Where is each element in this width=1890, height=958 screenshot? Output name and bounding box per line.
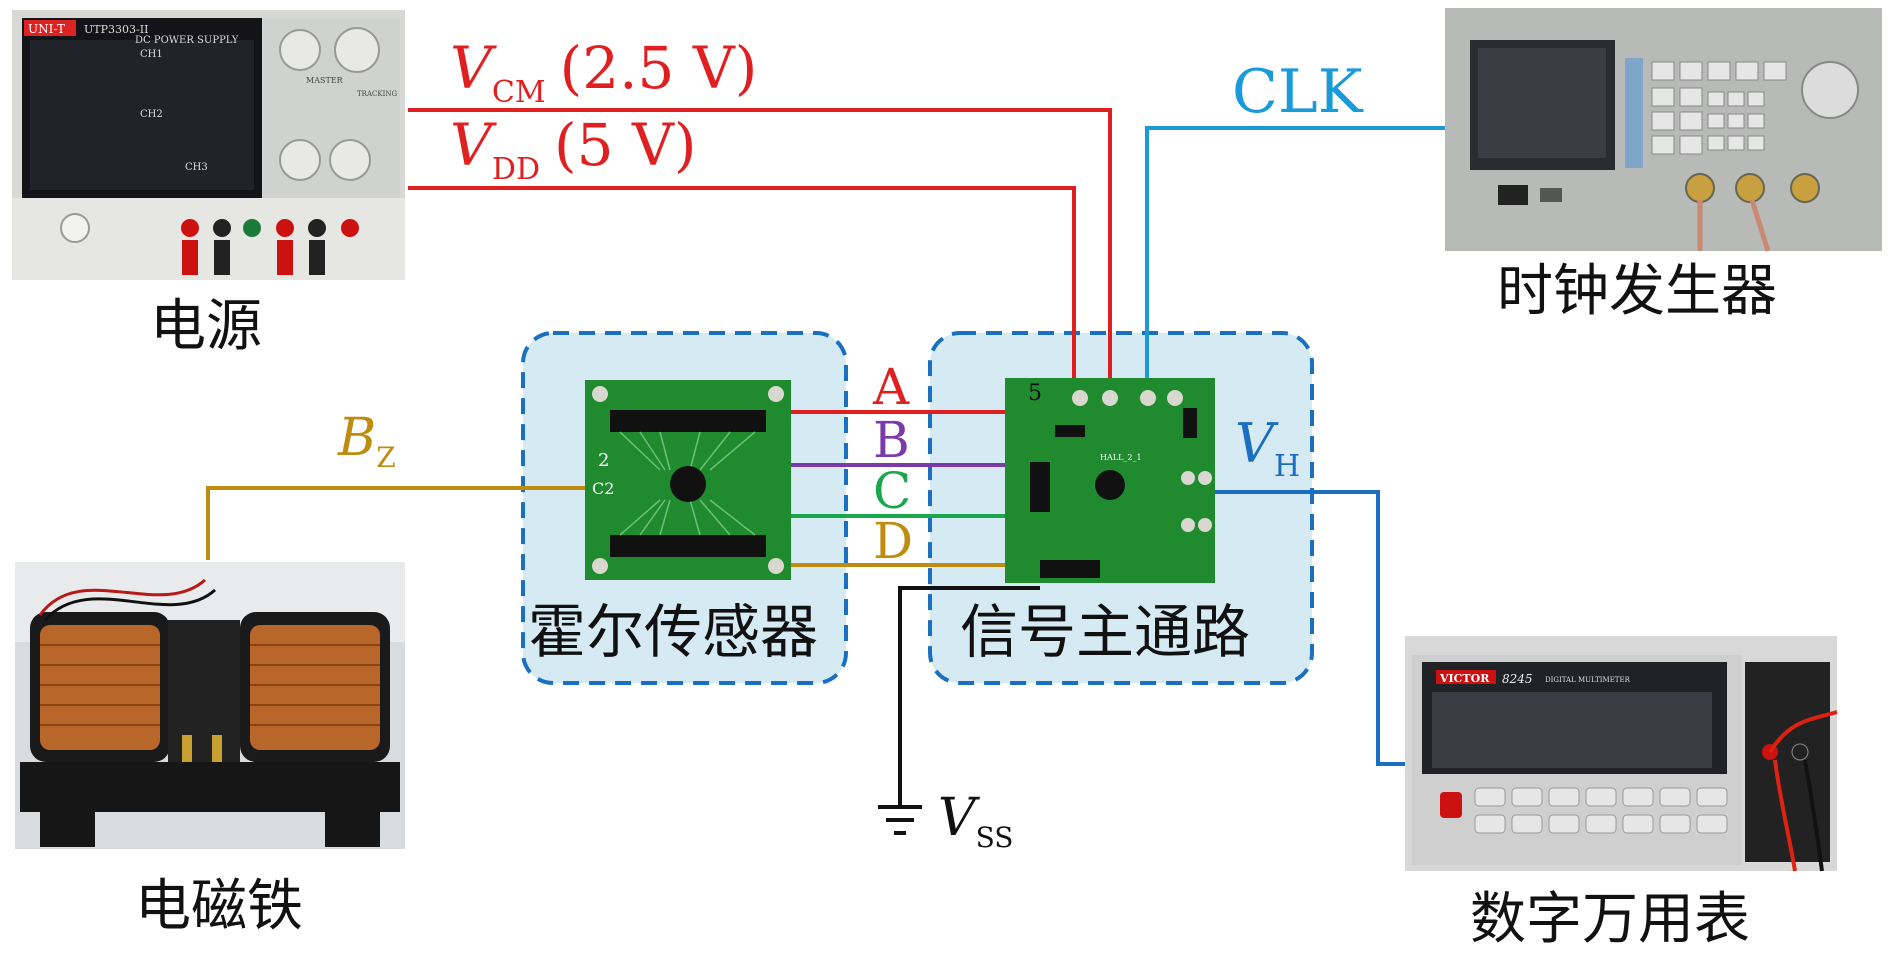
vdd-label: VDD (5 V)	[450, 111, 696, 187]
hall-sensor-board: 2 C2	[585, 380, 791, 580]
vdd-symbol: V	[450, 111, 497, 179]
power-model: UTP3303-II	[84, 23, 148, 36]
power-ch1: CH1	[140, 49, 163, 60]
line-d-label: D	[873, 512, 913, 570]
power-master: MASTER	[306, 76, 344, 85]
vh-wire	[1215, 490, 1405, 766]
vdd-wire	[408, 186, 1076, 383]
vcm-symbol: V	[450, 34, 497, 102]
signal-chip-icon	[1095, 470, 1125, 500]
vss-subscript: SS	[976, 821, 1014, 854]
power-knob-3	[279, 139, 321, 181]
vdd-subscript: DD	[492, 152, 540, 187]
vh-label: VH	[1235, 412, 1300, 484]
hall-sensor-pin-label: C2	[592, 479, 614, 498]
bz-subscript: Z	[376, 441, 395, 474]
vcm-wire	[408, 108, 1112, 383]
bz-wire	[206, 486, 595, 560]
multimeter-type-label: DIGITAL MULTIMETER	[1545, 676, 1631, 684]
signal-path-caption: 信号主通路	[960, 598, 1250, 666]
hall-sensor-caption: 霍尔传感器	[528, 598, 818, 666]
multimeter-brand: VICTOR	[1439, 672, 1490, 685]
multimeter-model: 8245	[1502, 672, 1533, 686]
power-tracking: TRACKING	[357, 90, 397, 98]
electromagnet-caption: 电磁铁	[135, 874, 303, 939]
power-ch2: CH2	[140, 109, 163, 120]
hall-sensor-silk-mark: 2	[598, 450, 609, 471]
clk-wire	[1145, 126, 1445, 383]
vcm-value: (2.5 V)	[560, 34, 758, 102]
clk-label: CLK	[1232, 57, 1364, 127]
line-b-label: B	[873, 411, 910, 469]
electromagnet-photo	[15, 562, 405, 849]
power-supply-caption: 电源	[150, 294, 262, 359]
bz-symbol: B	[337, 408, 376, 468]
multimeter-photo: VICTOR 8245 DIGITAL MULTIMETER	[1405, 636, 1838, 872]
signal-path-board: HALL_2_1 5	[1005, 378, 1215, 583]
power-supply-photo: UNI-T UTP3303-II DC POWER SUPPLY CH1 CH2…	[12, 10, 405, 280]
ground-icon	[878, 805, 922, 835]
vcm-subscript: CM	[492, 75, 546, 110]
clock-generator-caption: 时钟发生器	[1497, 259, 1777, 324]
vcm-label: VCM (2.5 V)	[450, 34, 757, 110]
bz-label: BZ	[337, 408, 396, 474]
clock-generator-photo	[1445, 8, 1882, 252]
power-knob-2	[334, 27, 380, 73]
power-type-label: DC POWER SUPPLY	[135, 35, 239, 46]
vdd-value: (5 V)	[554, 111, 696, 179]
power-brand: UNI-T	[28, 22, 65, 36]
hall-sensor-chip-icon	[670, 466, 706, 502]
vss-label: VSS	[938, 788, 1013, 854]
power-knob-1	[279, 29, 321, 71]
vss-symbol: V	[938, 788, 980, 848]
line-a-label: A	[872, 358, 910, 416]
line-c-label: C	[873, 462, 911, 520]
power-ch3: CH3	[185, 162, 208, 173]
power-knob-4	[329, 139, 371, 181]
vh-symbol: V	[1235, 412, 1279, 475]
signal-chip-label: HALL_2_1	[1100, 453, 1142, 462]
vh-subscript: H	[1274, 449, 1300, 484]
multimeter-caption: 数字万用表	[1470, 887, 1750, 952]
vss-wire	[898, 586, 1040, 805]
signal-silk-mark: 5	[1028, 381, 1042, 406]
